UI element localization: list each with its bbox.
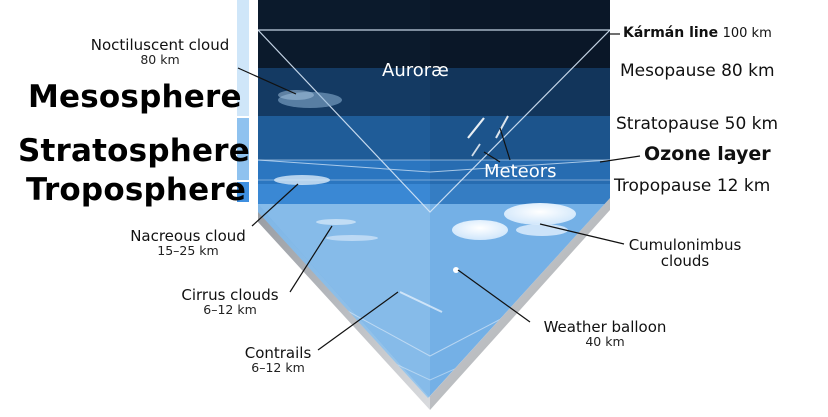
contrails-alt: 6–12 km	[251, 360, 305, 375]
cumulonimbus-label: Cumulonimbus clouds	[620, 238, 750, 269]
leader-lines	[237, 33, 641, 351]
tropopause-name: Tropopause	[614, 176, 712, 196]
ozone-layer-label: Ozone layer	[644, 143, 771, 165]
tropopause-alt: 12 km	[716, 176, 771, 196]
troposphere-label: Troposphere	[26, 172, 247, 208]
aurorae-label: Auroræ	[382, 60, 449, 81]
nacreous-cloud-label: Nacreous cloud 15–25 km	[118, 229, 258, 258]
weather-balloon-name: Weather balloon	[543, 318, 667, 336]
karman-line-label: Kármán line 100 km	[623, 26, 772, 40]
mesopause-name: Mesopause	[620, 61, 716, 81]
weather-balloon-label: Weather balloon 40 km	[530, 320, 680, 349]
slab-right-edge	[430, 198, 610, 410]
cirrus-clouds-name: Cirrus clouds	[181, 286, 279, 304]
stratopause-label: Stratopause 50 km	[616, 116, 778, 133]
stratosphere-label: Stratosphere	[18, 133, 250, 169]
altitude-scale-bar	[237, 0, 249, 202]
karman-line-name: Kármán line	[623, 25, 719, 41]
weather-balloon-alt: 40 km	[585, 334, 625, 349]
nacreous-cloud-name: Nacreous cloud	[130, 227, 246, 245]
noctilucent-cloud-alt: 80 km	[140, 52, 180, 67]
noctilucent-cloud-label: Noctiluscent cloud 80 km	[76, 38, 244, 67]
nacreous-cloud-alt: 15–25 km	[157, 243, 219, 258]
tropopause-label: Tropopause 12 km	[614, 178, 770, 195]
atmosphere-face	[258, 0, 610, 398]
mesopause-alt: 80 km	[721, 61, 775, 81]
cumulonimbus-name2: clouds	[660, 252, 710, 270]
contrails-label: Contrails 6–12 km	[226, 346, 330, 375]
mesosphere-label: Mesosphere	[28, 79, 242, 115]
noctilucent-cloud-name: Noctiluscent cloud	[90, 36, 230, 54]
stratopause-name: Stratopause	[616, 114, 720, 134]
slab-left-edge	[258, 212, 430, 410]
mesopause-label: Mesopause 80 km	[620, 63, 775, 80]
meteors-label: Meteors	[484, 161, 557, 182]
cumulonimbus-name: Cumulonimbus	[628, 236, 742, 254]
cirrus-clouds-alt: 6–12 km	[203, 302, 257, 317]
contrails-name: Contrails	[244, 344, 312, 362]
karman-line-alt: 100 km	[722, 26, 772, 41]
stratopause-alt: 50 km	[724, 114, 779, 134]
cirrus-clouds-label: Cirrus clouds 6–12 km	[160, 288, 300, 317]
